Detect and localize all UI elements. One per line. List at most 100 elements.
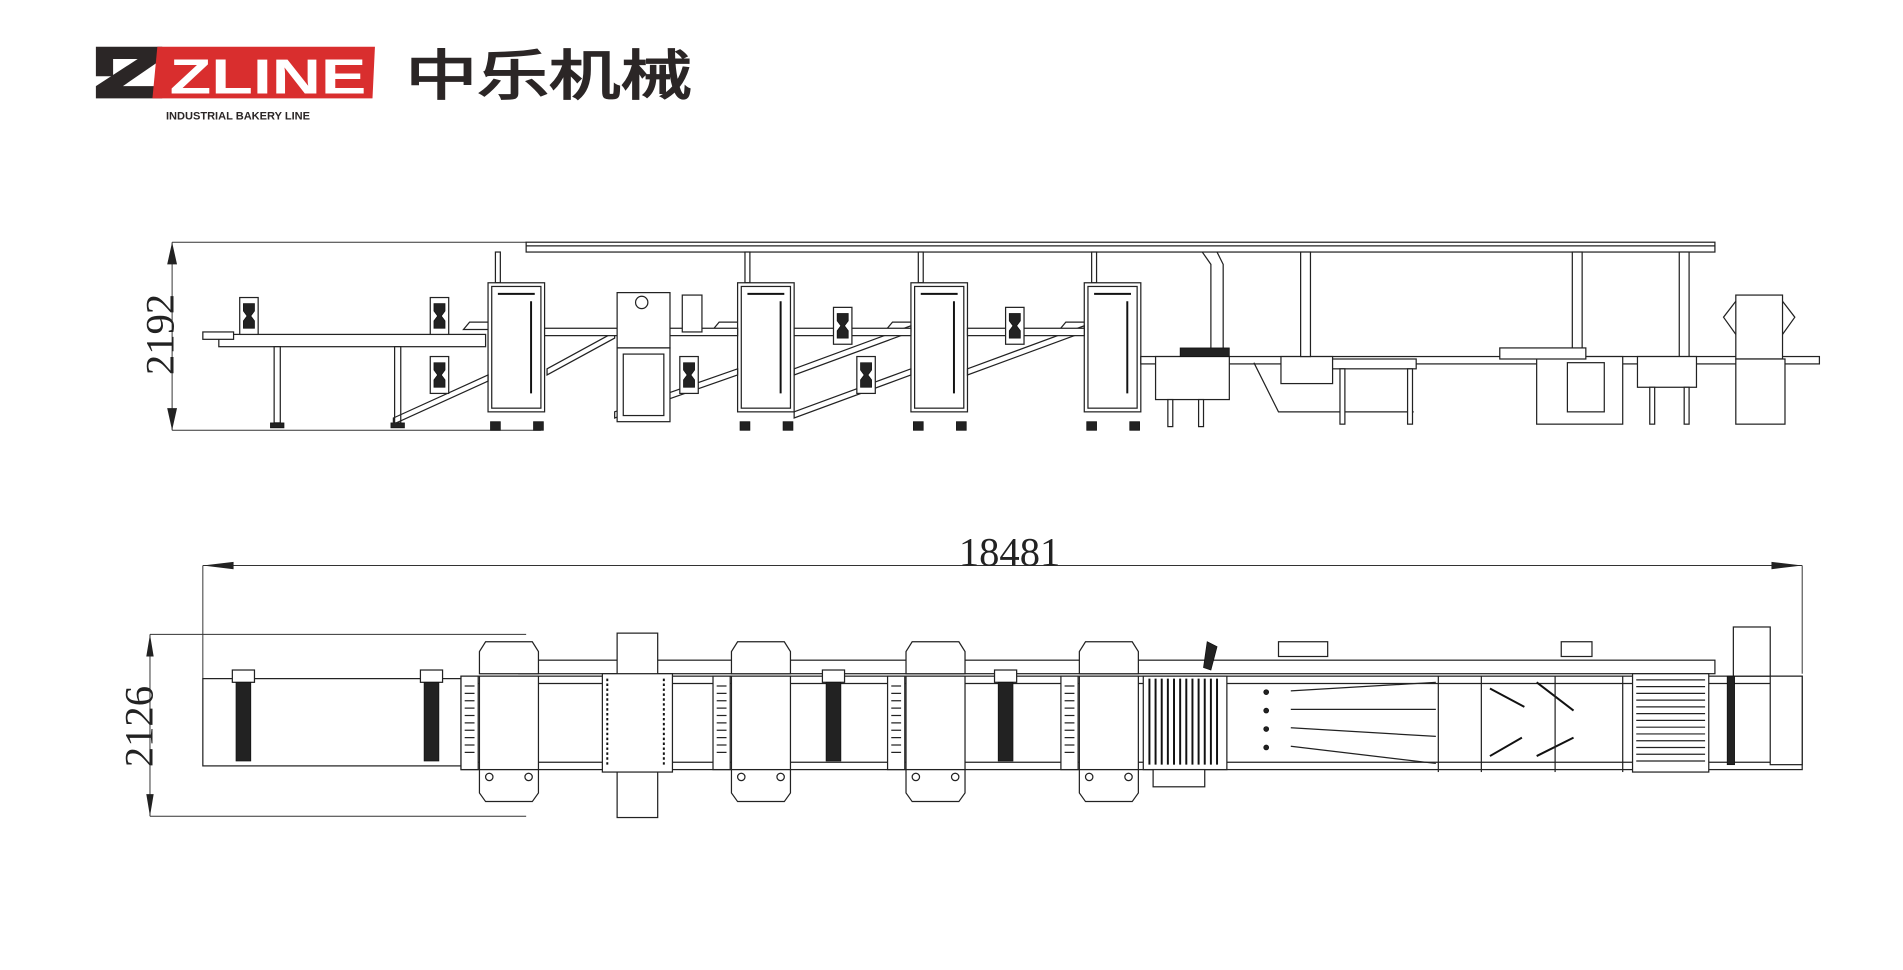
motor-icon	[856, 355, 876, 395]
motor-cap	[905, 641, 966, 675]
conveyor-table	[1331, 358, 1417, 370]
motor-cap	[730, 641, 792, 675]
laminator-frame-inner	[622, 353, 665, 417]
logo-wordmark: ZLINE	[170, 49, 367, 104]
spreader-guide	[1290, 727, 1436, 738]
table-leg	[1406, 368, 1414, 425]
rolling-station	[1536, 355, 1624, 425]
laminator-head	[616, 291, 671, 349]
belt-end-cap	[821, 669, 846, 683]
table-leg	[1683, 386, 1690, 425]
bolt	[484, 772, 494, 782]
inclined-conveyor	[546, 330, 616, 377]
zline-logo: ZLINE INDUSTRIAL BAKERY LINE 中乐机械	[95, 45, 692, 122]
table-leg	[1339, 368, 1346, 425]
leg-foot	[533, 421, 544, 431]
motor-icon	[239, 296, 259, 336]
output-station	[1735, 358, 1786, 425]
spreader-guide	[1290, 681, 1436, 692]
rolling-station-panel	[1566, 362, 1605, 413]
spreader-guide	[1290, 745, 1436, 765]
cabinet-door	[491, 285, 542, 409]
rail-post	[1300, 251, 1312, 358]
motor-cap	[478, 641, 540, 675]
cabinet-door	[1087, 285, 1138, 409]
bolt	[776, 772, 785, 782]
spreader-wheel	[1263, 707, 1270, 714]
sheeter-body	[478, 675, 540, 771]
conveyor-belt	[966, 327, 1085, 337]
cabinet-chute	[462, 321, 489, 331]
roller-cutter	[1179, 347, 1230, 357]
belt-segment	[423, 681, 440, 762]
table-leg	[1197, 398, 1205, 428]
inclined-conveyor	[392, 374, 489, 426]
control-box	[681, 294, 703, 333]
leg-foot	[739, 421, 751, 431]
motor-icon	[1004, 306, 1025, 345]
logo-tagline: INDUSTRIAL BAKERY LINE	[166, 110, 310, 122]
motor-body	[683, 362, 695, 388]
rolling-head	[1499, 347, 1587, 360]
table-leg	[393, 346, 402, 424]
belt-end-cap	[419, 669, 444, 683]
belt-end-cap	[993, 669, 1018, 683]
transfer-unit	[1636, 355, 1698, 388]
conveyor-belt	[1140, 355, 1821, 365]
cutting-grid	[1142, 675, 1228, 771]
rail-post	[1091, 251, 1098, 284]
leg-foot	[490, 421, 501, 431]
hopper-top	[1732, 626, 1771, 677]
rail-post	[494, 251, 501, 284]
cooling-grid	[1631, 673, 1710, 773]
cutting-station	[1154, 355, 1230, 401]
motor-cap	[478, 768, 540, 803]
sheeter-cabinet	[1083, 282, 1142, 413]
top-view: 18481 2126	[116, 530, 1803, 819]
inclined-conveyor	[793, 367, 912, 419]
motor-body	[860, 362, 872, 388]
return-frame	[1253, 362, 1414, 413]
motor-body	[433, 362, 446, 388]
bolt	[736, 772, 746, 782]
motor-cap	[1560, 641, 1593, 658]
output-belt	[1726, 675, 1735, 766]
sheeter-body	[905, 675, 966, 771]
motor-icon	[429, 355, 450, 395]
belt-segment	[825, 681, 842, 762]
laminator-rollers	[601, 673, 674, 773]
rail-post	[744, 251, 751, 284]
motor-icon	[832, 306, 853, 345]
sheeter-cabinet	[736, 282, 795, 413]
leg-foot	[390, 422, 405, 429]
motor-cap	[905, 768, 966, 803]
belt-segment	[997, 681, 1014, 762]
leg-foot	[956, 421, 967, 431]
bolt	[524, 772, 533, 782]
spreader-wheel	[1263, 744, 1270, 751]
table-leg	[1649, 386, 1656, 425]
handwheel-icon	[634, 295, 649, 310]
leg-foot	[1086, 421, 1097, 431]
motor-body	[433, 303, 446, 329]
bolt	[1084, 772, 1094, 782]
bolt	[1124, 772, 1133, 782]
laminator-frame	[616, 347, 671, 423]
motor-body	[836, 313, 849, 339]
spreader-wheel	[1263, 689, 1270, 695]
cutter-handle	[1203, 641, 1218, 671]
leg-foot	[782, 421, 794, 431]
height-dimension: 2192	[137, 294, 182, 375]
cutter-motor	[1152, 768, 1206, 788]
belt-end-cap	[231, 669, 256, 683]
motor-body	[243, 303, 255, 329]
sheeter-cabinet	[910, 282, 969, 413]
table-leg	[273, 346, 281, 424]
motor-cap	[1078, 641, 1139, 675]
rail-post	[1571, 251, 1583, 358]
cabinet-door	[914, 285, 965, 409]
bolt	[950, 772, 960, 782]
table-leg	[1167, 398, 1174, 428]
motor-cap	[730, 768, 792, 803]
